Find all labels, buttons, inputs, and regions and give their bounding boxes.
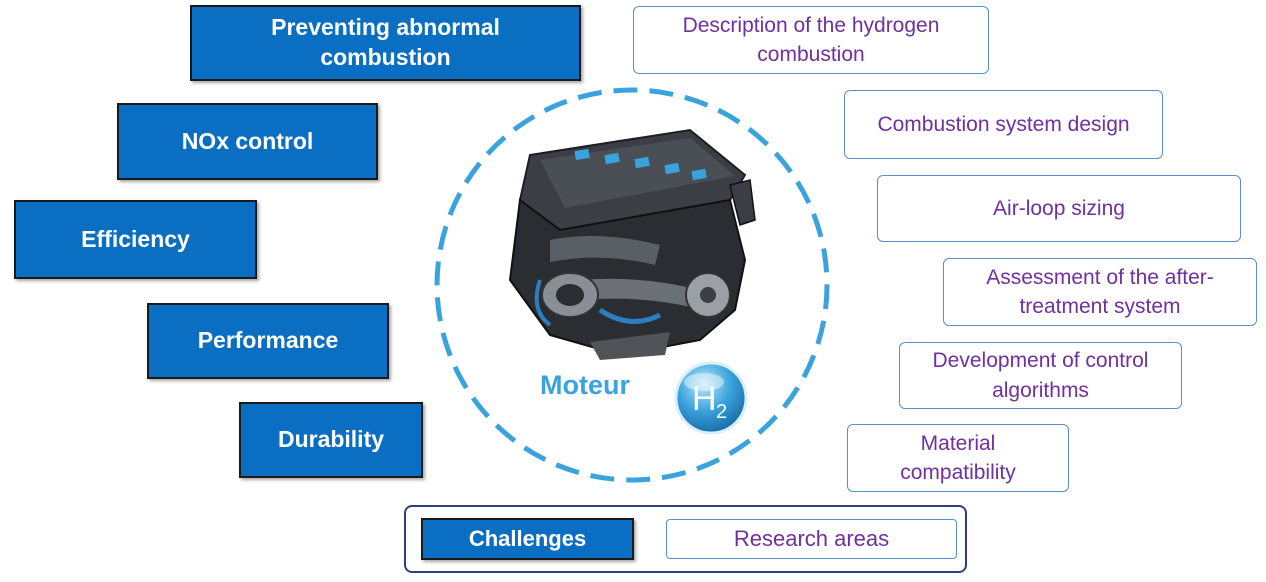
h2-subscript: 2	[716, 401, 727, 423]
research-label: Combustion system design	[877, 112, 1130, 136]
engine-icon	[508, 128, 756, 360]
research-air-loop-sizing: Air-loop sizing	[877, 175, 1241, 242]
challenge-label: NOx control	[181, 127, 314, 154]
challenge-label: Performance	[197, 327, 339, 354]
challenge-label: Durability	[277, 426, 385, 453]
research-material-compatibility: Material compatibility	[847, 424, 1069, 492]
legend-research-label: Research areas	[733, 525, 890, 551]
research-label: Air-loop sizing	[993, 196, 1125, 220]
research-combustion-system-design: Combustion system design	[844, 90, 1163, 159]
challenge-durability: Durability	[239, 402, 423, 478]
challenge-performance: Performance	[147, 303, 389, 379]
challenge-preventing-abnormal-combustion: Preventing abnormal combustion	[190, 5, 581, 81]
research-hydrogen-combustion-description: Description of the hydrogen combustion	[633, 6, 989, 74]
challenge-label: Efficiency	[81, 225, 190, 252]
legend-challenges-label: Challenges	[468, 525, 587, 551]
challenge-nox-control: NOx control	[117, 103, 378, 180]
research-label: Description of the hydrogen combustion	[682, 13, 940, 66]
engine-illustration	[434, 87, 830, 483]
center-label: Moteur	[540, 370, 630, 400]
challenge-label: Preventing abnormal combustion	[271, 14, 500, 70]
research-control-algorithms: Development of control algorithms	[899, 342, 1182, 409]
legend-research-swatch: Research areas	[666, 519, 957, 559]
challenge-efficiency: Efficiency	[14, 200, 257, 279]
h2-badge-icon: H 2	[674, 361, 748, 435]
research-label: Material compatibility	[900, 431, 1016, 484]
research-label: Development of control algorithms	[932, 349, 1149, 402]
h2-letter: H	[692, 380, 717, 418]
research-after-treatment-assessment: Assessment of the after-treatment system	[943, 258, 1257, 326]
research-label: Assessment of the after-treatment system	[986, 265, 1214, 318]
dashed-circle	[434, 87, 830, 483]
legend-challenges-swatch: Challenges	[421, 518, 634, 560]
